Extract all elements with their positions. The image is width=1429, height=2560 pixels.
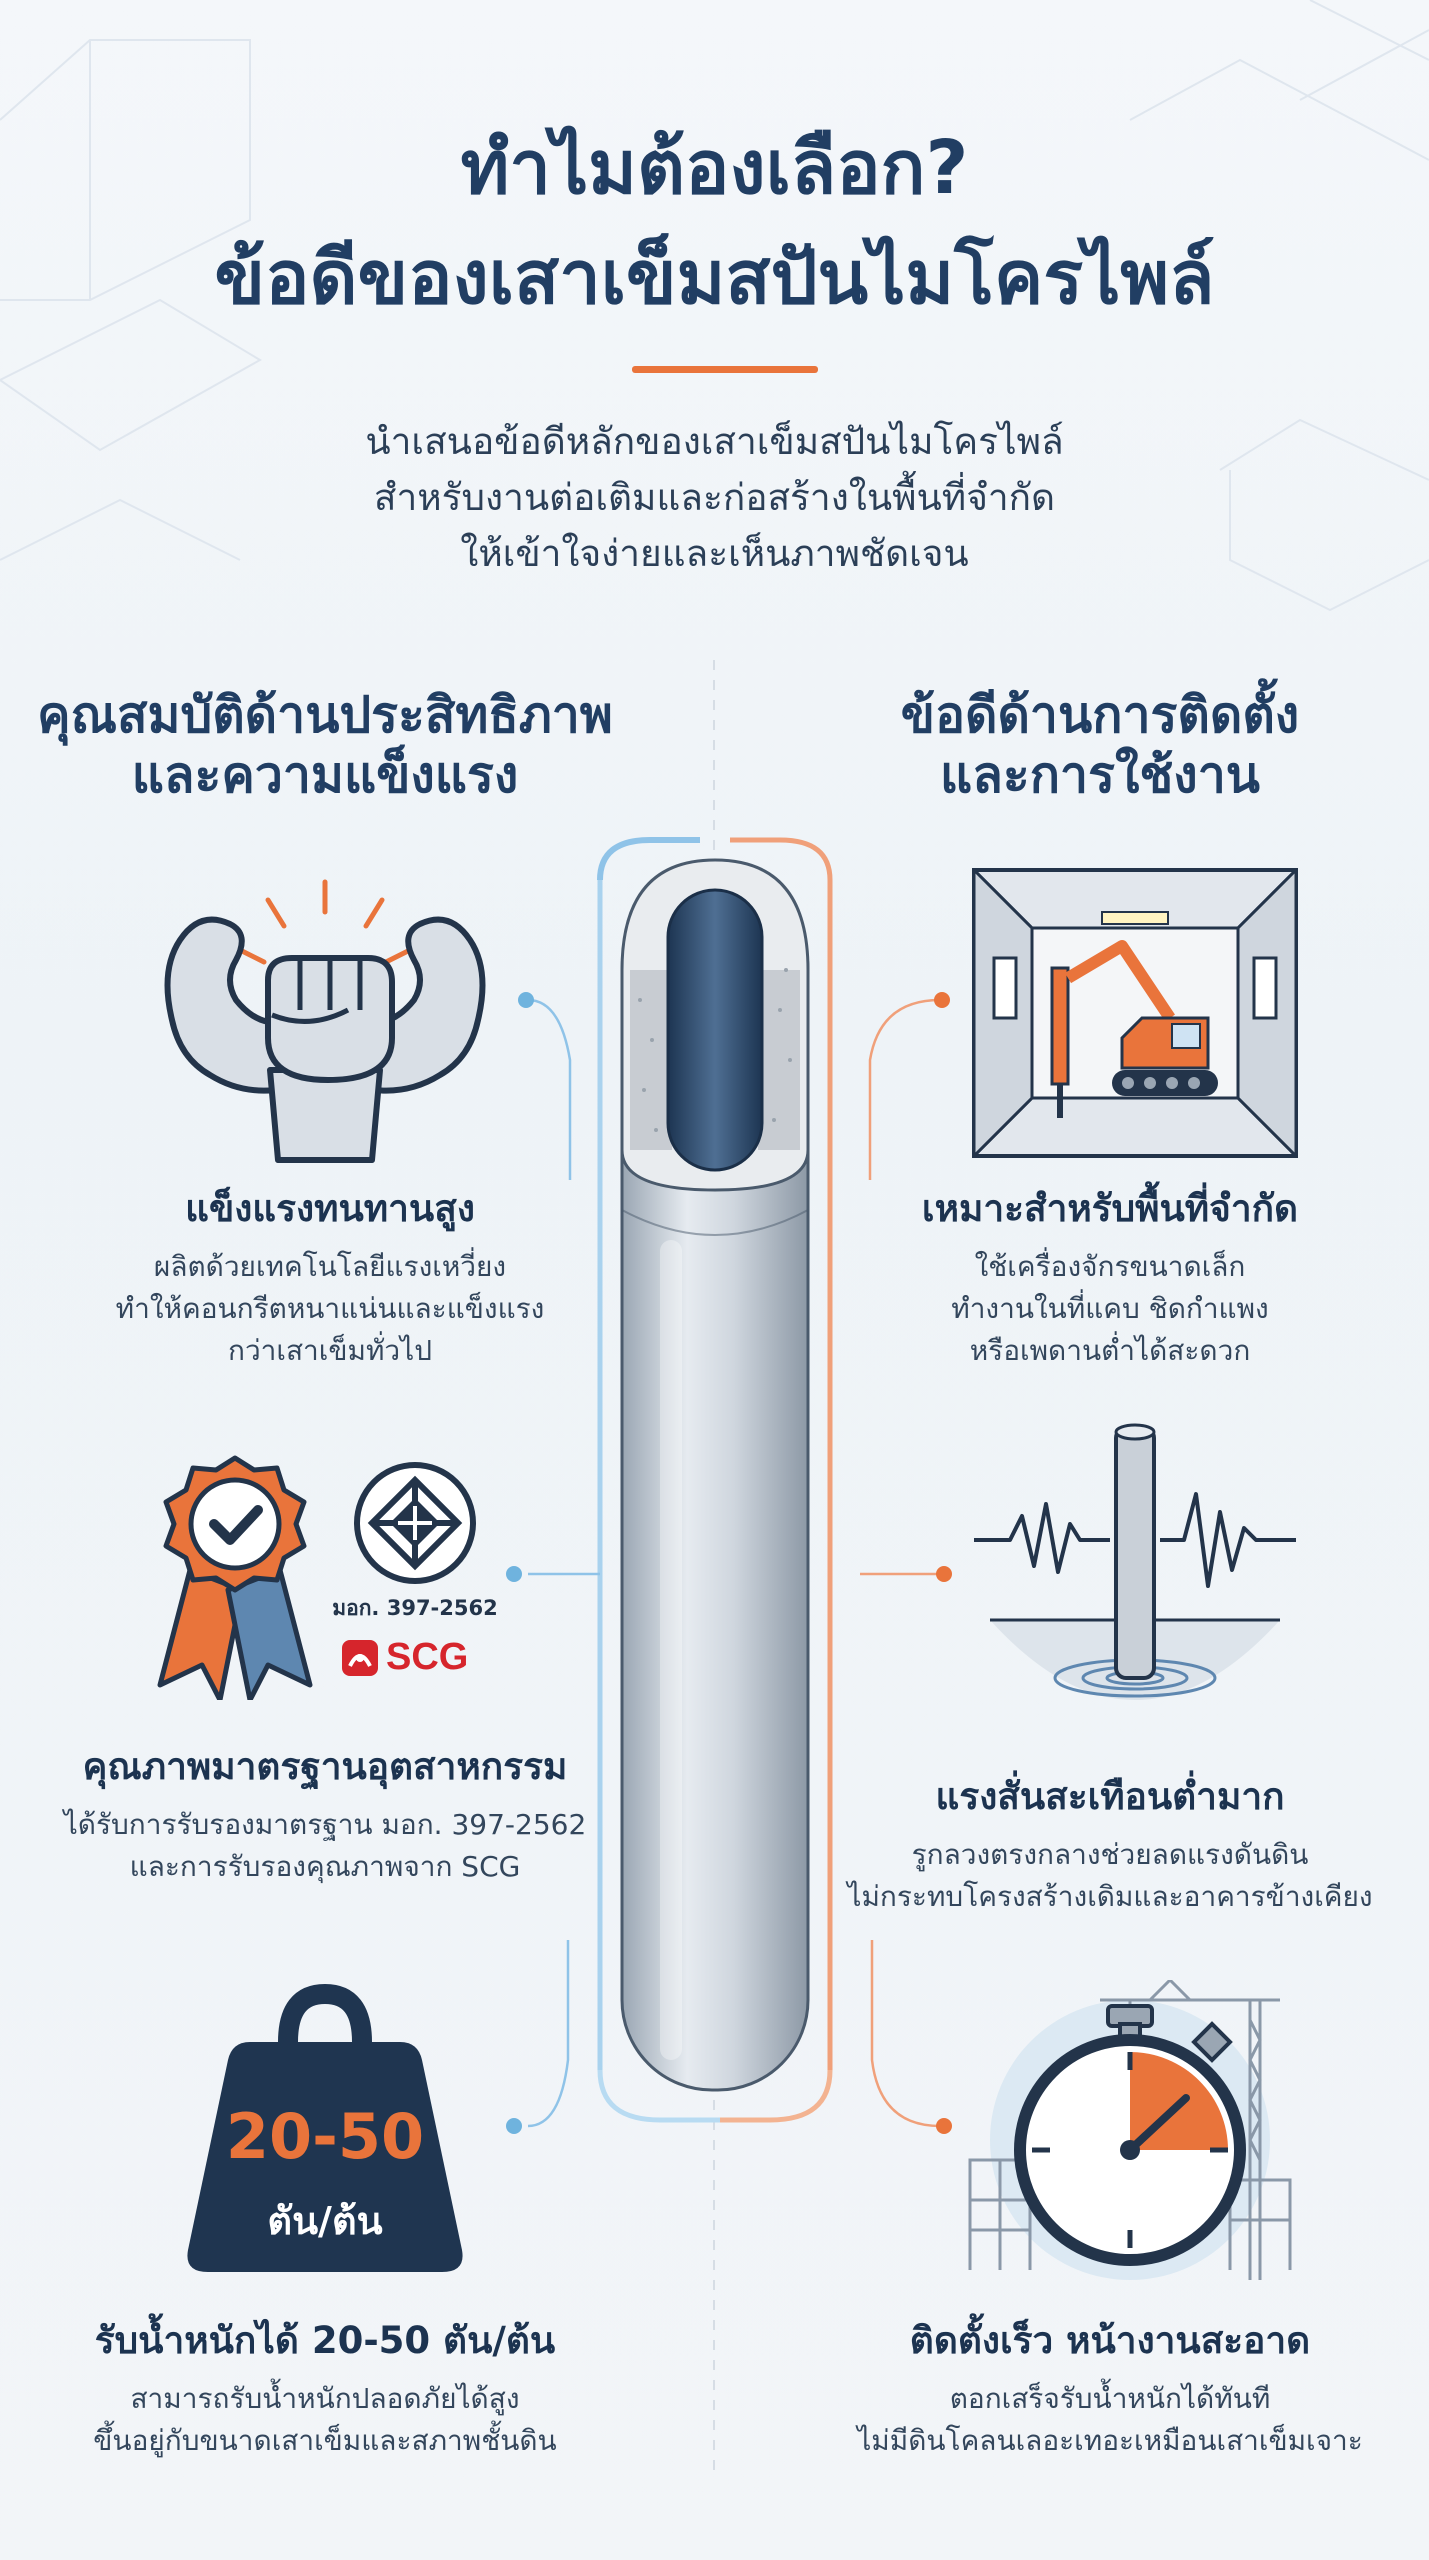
scg-emblem-icon [342,1640,378,1676]
feature-strength-title: แข็งแรงทนทานสูง [185,1187,475,1230]
left-column-heading-line-2: และความแข็งแรง [131,746,519,804]
feature-low-vibration-desc-line-2: ไม่กระทบโครงสร้างเดิมและอาคารข้างเคียง [847,1880,1373,1913]
feature-fast-clean-desc-line-2: ไม่มีดินโคลนเลอะเทอะเหมือนเสาเข็มเจาะ [857,2424,1363,2457]
stopwatch-crane-icon [968,1980,1292,2280]
vibration-pile-icon [974,1423,1296,1700]
right-column-heading-line-2: และการใช้งาน [940,746,1260,804]
feature-capacity-title: รับน้ำหนักได้ 20-50 ตัน/ต้น [94,2319,556,2362]
certificate-ribbon-icon [157,1455,313,1700]
flexing-arms-icon [164,879,486,1163]
feature-limited-space-title: เหมาะสำหรับพื้นที่จำกัด [921,1187,1299,1230]
feature-low-vibration-desc-line-1: รูกลวงตรงกลางช่วยลดแรงดันดิน [911,1838,1309,1871]
feature-strength-desc-line-2: ทำให้คอนกรีตหนาแน่นและแข็งแรง [115,1292,545,1325]
subtitle-line-1: นำเสนอข้อดีหลักของเสาเข็มสปันไมโครไพล์ [365,420,1064,463]
subtitle-line-2: สำหรับงานต่อเติมและก่อสร้างในพื้นที่จำกั… [373,476,1056,519]
feature-limited-space-desc-line-3: หรือเพดานต่ำได้สะดวก [969,1334,1251,1367]
page-title-line-2: ข้อดีของเสาเข็มสปันไมโครไพล์ [214,235,1215,321]
scg-logo: SCG [340,1634,500,1684]
weight-icon [187,1983,463,2272]
feature-capacity-desc-line-1: สามารถรับน้ำหนักปลอดภัยได้สูง [130,2382,520,2415]
feature-standard-desc-line-2: และการรับรองคุณภาพจาก SCG [129,1850,521,1883]
left-column-heading-line-1: คุณสมบัติด้านประสิทธิภาพ [37,686,613,744]
feature-fast-clean-desc-line-1: ตอกเสร็จรับน้ำหนักได้ทันที [949,2382,1271,2415]
subtitle-line-3: ให้เข้าใจง่ายและเห็นภาพชัดเจน [460,532,969,575]
right-column-heading-line-1: ข้อดีด้านการติดตั้ง [900,686,1300,744]
page-title-line-1: ทำไมต้องเลือก? [460,125,969,211]
spun-micro-pile-illustration [597,837,833,2123]
feature-strength-desc-line-3: กว่าเสาเข็มทั่วไป [228,1334,432,1367]
feature-strength-desc-line-1: ผลิตด้วยเทคโนโลยีแรงเหวี่ยง [153,1250,507,1283]
excavator-room-icon [972,868,1298,1158]
feature-standard-desc-line-1: ได้รับการรับรองมาตรฐาน มอก. 397-2562 [63,1808,587,1841]
scg-brand-text: SCG [386,1636,469,1678]
tis-standard-logo-icon [354,1462,476,1584]
feature-standard-title: คุณภาพมาตรฐานอุตสาหกรรม [82,1745,568,1788]
weight-value: 20-50 [225,2100,425,2173]
feature-limited-space-desc-line-1: ใช้เครื่องจักรขนาดเล็ก [974,1250,1246,1283]
weight-unit: ตัน/ต้น [267,2199,383,2243]
feature-low-vibration-title: แรงสั่นสะเทือนต่ำมาก [935,1775,1285,1818]
tis-badge-label: มอก. 397-2562 [332,1596,498,1620]
feature-limited-space-desc-line-2: ทำงานในที่แคบ ชิดกำแพง [951,1292,1269,1325]
feature-capacity-desc-line-2: ขึ้นอยู่กับขนาดเสาเข็มและสภาพชั้นดิน [93,2424,557,2457]
feature-fast-clean-title: ติดตั้งเร็ว หน้างานสะอาด [909,2319,1311,2362]
title-underline [632,366,818,373]
